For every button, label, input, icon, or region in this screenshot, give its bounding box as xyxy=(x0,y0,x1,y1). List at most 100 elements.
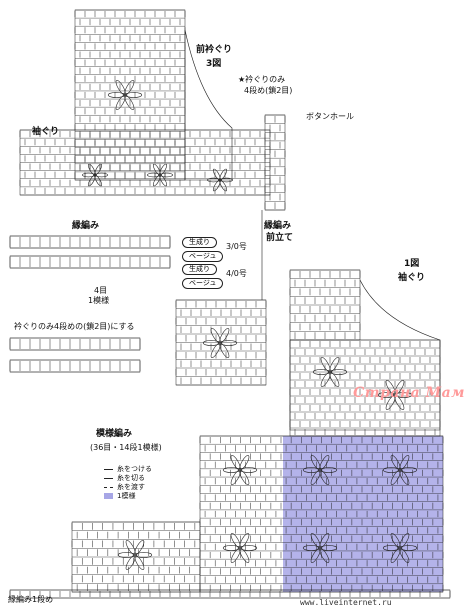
pattern-flower-5 xyxy=(319,548,330,563)
label-neck-only: ★衿ぐりのみ xyxy=(238,75,286,84)
fig1-flower-2 xyxy=(377,392,395,398)
fig3-flower-4 xyxy=(219,180,228,192)
pattern-flower-1 xyxy=(239,455,250,470)
watermark-logo: Страна Мам xyxy=(353,385,465,401)
fig3-flower-1 xyxy=(115,95,126,110)
label-hook-3: 3/0号 xyxy=(226,242,247,251)
label-front-neck: 前衿ぐり xyxy=(196,45,233,55)
legend-repeat: 1模様 xyxy=(104,491,135,501)
pill-beige-1: ベージュ xyxy=(182,251,224,262)
flower-center xyxy=(397,545,403,551)
pattern-flower-1 xyxy=(222,467,240,473)
pattern-flower-5 xyxy=(319,533,330,548)
pattern-flower-2 xyxy=(320,467,338,473)
flower-center xyxy=(327,369,333,375)
source-url: www.liveinternet.ru xyxy=(300,598,392,607)
fig3-neck-curve xyxy=(184,29,233,181)
label-edging-title: 縁編み xyxy=(72,221,100,231)
flower-center xyxy=(93,173,97,177)
edging-strip-4 xyxy=(9,359,141,373)
label-pattern-sub: (36目・14段1模様) xyxy=(90,443,162,452)
flower-center xyxy=(158,173,162,177)
fig1-flower-2 xyxy=(394,395,405,410)
pattern-flower-2 xyxy=(310,470,321,485)
flower-center xyxy=(218,178,222,182)
arrow-cut-icon xyxy=(104,477,113,479)
arrow-carry-icon xyxy=(104,486,113,488)
fig1-flower-1 xyxy=(320,357,331,372)
label-fig3: 3図 xyxy=(206,59,222,69)
fig3-flower-3 xyxy=(95,172,108,178)
pill-beige-2: ベージュ xyxy=(182,278,224,289)
pattern-flower-4 xyxy=(222,545,240,551)
pattern-flower-6 xyxy=(400,545,418,551)
pattern-flower-4 xyxy=(230,548,241,563)
pattern-flower-5 xyxy=(310,533,321,548)
pattern-flower-4 xyxy=(230,533,241,548)
pattern-flower-6 xyxy=(399,533,410,548)
pattern-flower-1 xyxy=(230,455,241,470)
fig3-flower-1 xyxy=(115,80,126,95)
legend-attach: 糸をつける xyxy=(104,464,152,474)
pattern-flower-7 xyxy=(117,552,135,558)
pattern-flower-2 xyxy=(319,455,330,470)
fig3-flower-4 xyxy=(220,177,233,183)
flower-center xyxy=(397,467,403,473)
pattern-flower-3 xyxy=(399,470,410,485)
pattern-flower-6 xyxy=(399,548,410,563)
pill-kinari-2: 生成り xyxy=(182,264,217,275)
flower-center xyxy=(217,340,223,346)
fig3-flower-4 xyxy=(219,168,228,180)
pattern-flower-5 xyxy=(320,545,338,551)
fig3-flower-4 xyxy=(207,177,220,183)
legend-attach-text: 糸をつける xyxy=(117,465,152,473)
mid-flower xyxy=(202,340,220,346)
flower-center xyxy=(237,545,243,551)
pattern-flower-5 xyxy=(302,545,320,551)
fig1-flower-1 xyxy=(329,357,340,372)
fig3-flower-3 xyxy=(87,175,96,187)
pill-kinari-1: 生成り xyxy=(182,237,217,248)
pattern-flower-5 xyxy=(310,548,321,563)
mid-flower xyxy=(210,328,221,343)
mid-flower xyxy=(210,343,221,358)
fig1-flower-2 xyxy=(394,380,405,395)
fig3-flower-2 xyxy=(160,172,173,178)
arrow-attach-icon xyxy=(104,468,113,470)
pattern-flower-4 xyxy=(239,533,250,548)
flower-center xyxy=(237,467,243,473)
mid-flower xyxy=(220,340,238,346)
fig3-flower-3 xyxy=(94,163,103,175)
fig3-flower-2 xyxy=(159,175,168,187)
fig3-flower-1 xyxy=(107,92,125,98)
fig3-flower-3 xyxy=(82,172,95,178)
mid-flower xyxy=(219,328,230,343)
label-front-band-2: 前立て xyxy=(266,233,294,243)
flower-center xyxy=(132,552,138,558)
label-armhole-right: 袖ぐり xyxy=(398,273,426,283)
label-front-band-1: 縁編み xyxy=(264,221,292,231)
label-buttonhole: ボタンホール xyxy=(306,112,354,121)
legend-carry: 糸を渡す xyxy=(104,482,145,492)
fig1-flower-1 xyxy=(330,369,348,375)
pattern-flower-1 xyxy=(230,470,241,485)
pattern-flower-4 xyxy=(239,548,250,563)
legend-repeat-text: 1模様 xyxy=(117,492,136,500)
mid-flower xyxy=(219,343,230,358)
label-fig1: 1図 xyxy=(404,259,420,269)
label-repeat-4: 4目 xyxy=(94,286,108,295)
fig3-flower-4 xyxy=(212,168,221,180)
edging-strip-3 xyxy=(9,337,141,351)
pattern-flower-2 xyxy=(310,455,321,470)
pattern-flower-7 xyxy=(134,555,145,570)
highlight-swatch-icon xyxy=(104,493,113,499)
pattern-flower-7 xyxy=(134,540,145,555)
fig1-flower-2 xyxy=(395,392,413,398)
pattern-flower-6 xyxy=(382,545,400,551)
label-neck-only-note: 衿ぐりのみ4段めの(鎖2目)にする xyxy=(14,322,135,331)
legend-cut: 糸を切る xyxy=(104,473,145,483)
pattern-flower-6 xyxy=(390,548,401,563)
fig3-flower-4 xyxy=(212,180,221,192)
label-neck-row: 4段め(鎖2目) xyxy=(244,86,293,95)
pattern-flower-3 xyxy=(400,467,418,473)
